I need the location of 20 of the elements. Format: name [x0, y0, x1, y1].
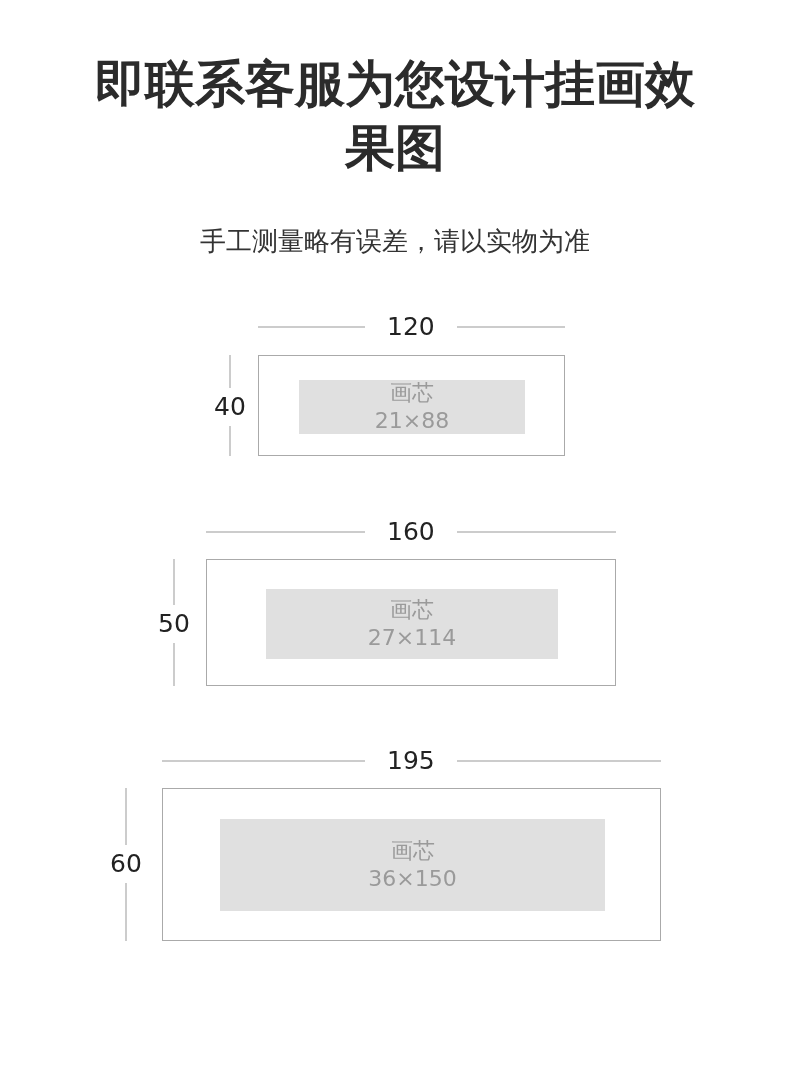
dimension-value: 40	[214, 392, 246, 422]
artwork-area	[266, 589, 558, 659]
artwork-area	[299, 380, 525, 434]
artwork-size: 27×114	[367, 624, 457, 652]
artwork-area	[220, 819, 605, 911]
note-text: 手工测量略有误差，请以实物为准	[200, 225, 590, 257]
frame-outline	[258, 355, 565, 456]
artwork-label: 画芯	[390, 837, 435, 865]
artwork-size: 21×88	[374, 407, 450, 435]
frame-outline	[162, 788, 661, 941]
title: 即联系客服为您设计挂画效果图	[95, 54, 695, 179]
dimension-value: 160	[387, 517, 435, 547]
artwork-label: 画芯	[390, 596, 434, 624]
artwork-size: 36×150	[368, 865, 457, 893]
artwork-label: 画芯	[390, 379, 434, 407]
dimension-value: 120	[387, 312, 435, 342]
dimension-value: 60	[110, 849, 142, 879]
dimension-value: 50	[158, 609, 190, 639]
frame-outline	[206, 559, 616, 686]
dimension-value: 195	[387, 746, 435, 776]
